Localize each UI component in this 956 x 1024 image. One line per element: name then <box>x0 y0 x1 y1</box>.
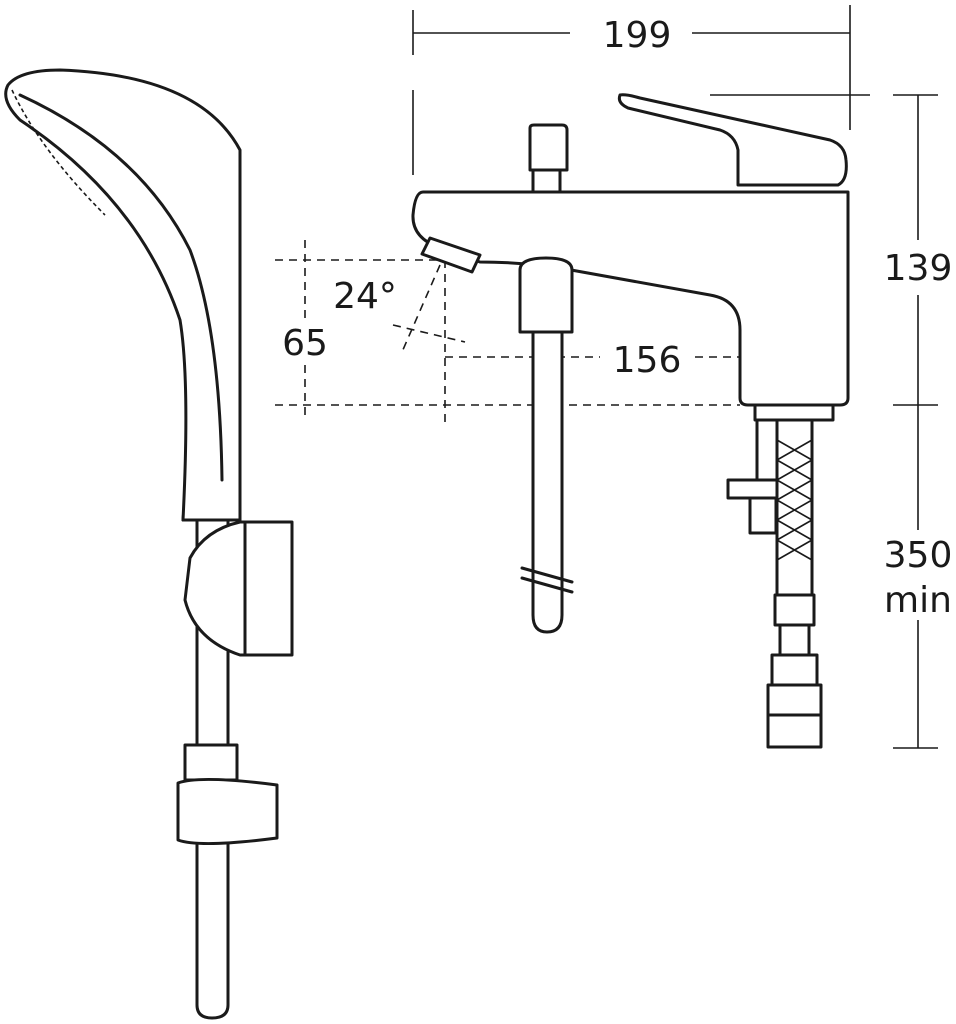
spout-dimensions: 24° 65 156 <box>275 240 795 422</box>
hose-length-label: 350 <box>884 535 953 576</box>
hose-length-suffix: min <box>884 580 952 621</box>
spout-reach-label: 156 <box>613 340 682 381</box>
width-dimension: 199 <box>412 5 870 175</box>
lever-handle <box>617 93 848 187</box>
slider <box>176 777 279 846</box>
spout-height-label: 65 <box>282 323 328 364</box>
width-label: 199 <box>603 15 672 56</box>
aerator <box>420 236 482 274</box>
supply-hoses <box>726 418 823 749</box>
hand-shower <box>4 68 294 1020</box>
mixer-body <box>411 93 850 422</box>
wall-bracket <box>183 520 294 657</box>
angle-label: 24° <box>333 276 397 317</box>
shower-head <box>4 68 242 522</box>
height-label: 139 <box>884 248 953 289</box>
height-dimension: 139 350 min <box>884 94 953 749</box>
pop-up-rod <box>518 256 574 634</box>
